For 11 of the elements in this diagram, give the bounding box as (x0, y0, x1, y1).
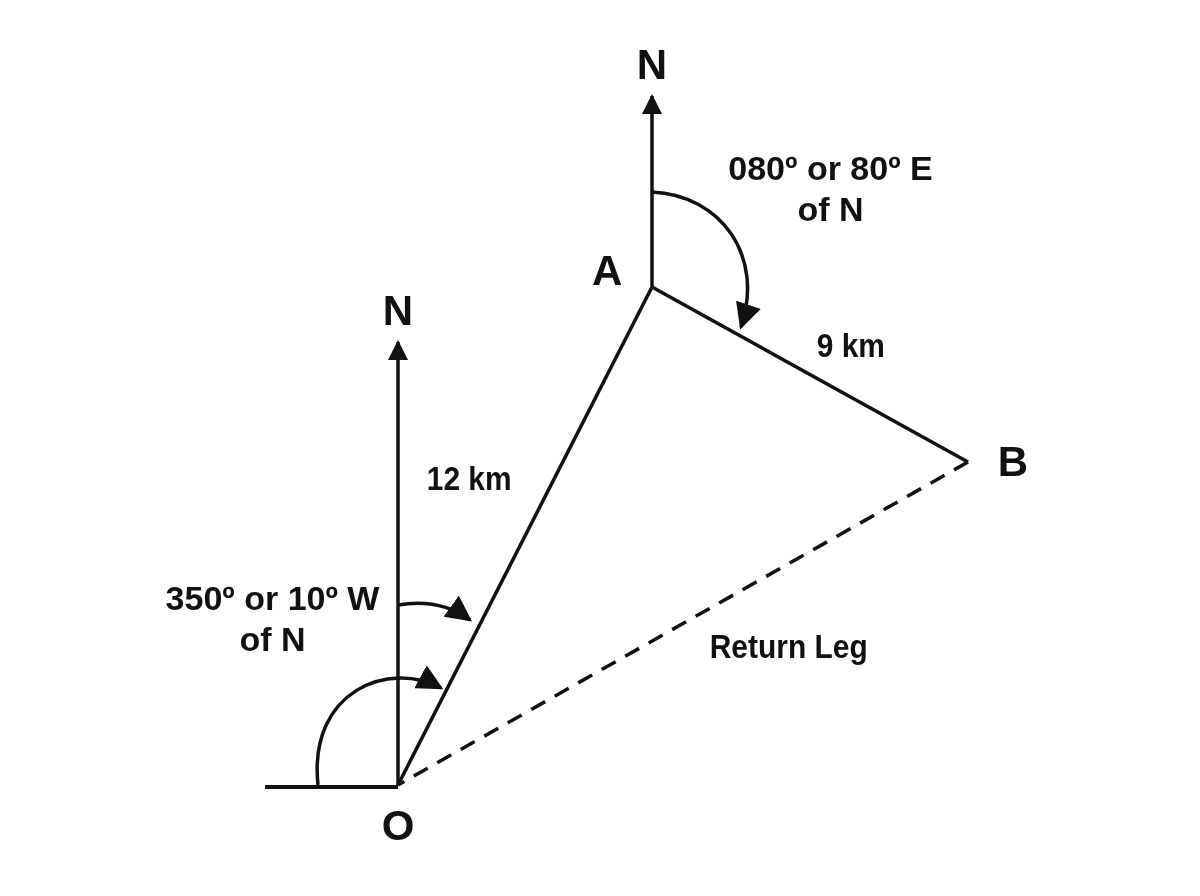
north-arrow (388, 340, 408, 785)
point-label: N (382, 290, 414, 332)
line (651, 285, 969, 464)
point-label: N (636, 44, 668, 86)
north-arrow (642, 94, 662, 287)
dashed-line (397, 460, 969, 787)
bearing-label: 350º or 10º W of N (165, 578, 380, 660)
point-label: B (997, 441, 1028, 483)
point-label: A (592, 250, 623, 292)
bearing-label: 080º or 80º E of N (728, 148, 933, 230)
point-label: O (381, 805, 415, 847)
